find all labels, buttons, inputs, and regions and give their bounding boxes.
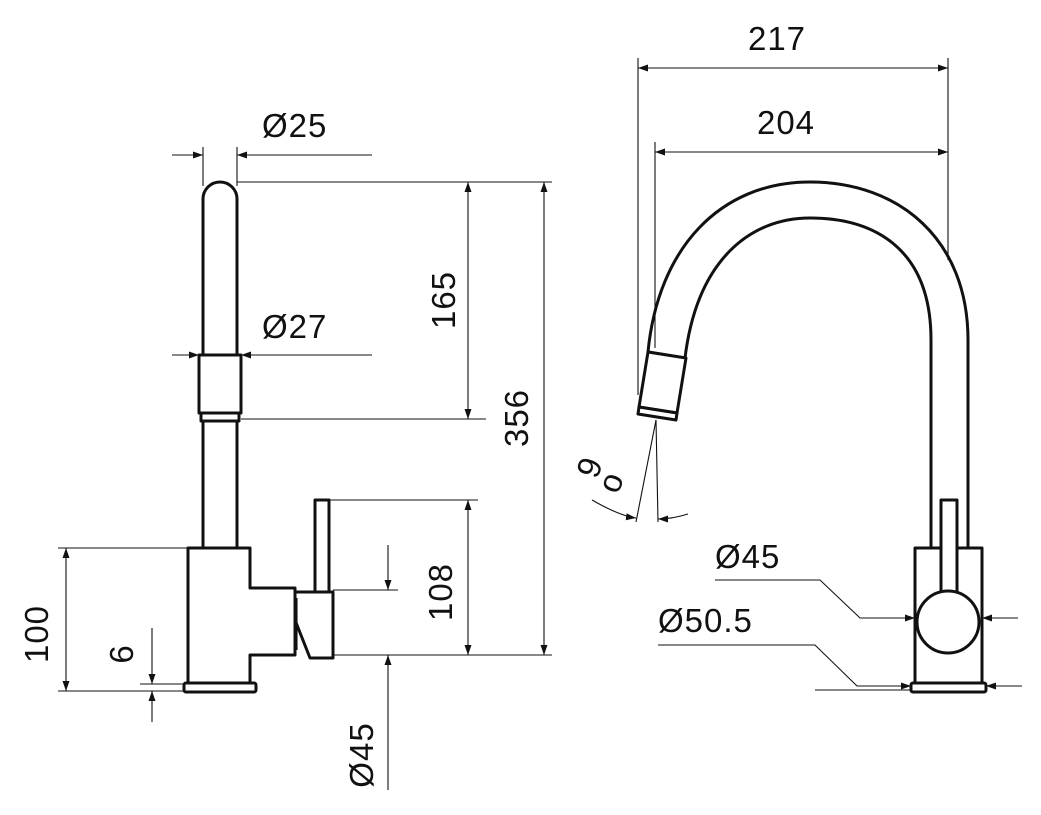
- dim-ring-diameter: Ø27: [172, 308, 372, 359]
- front-view: 217 204 9 o Ø45 Ø50.5: [569, 20, 1022, 694]
- label-spout-length: 165: [425, 271, 462, 329]
- front-base-plate: [909, 681, 988, 694]
- dim-body-height: 100: [18, 548, 70, 691]
- dim-spray-angle: 9 o: [569, 419, 689, 523]
- front-spray-nozzle: [636, 405, 679, 422]
- label-body-height: 100: [18, 605, 55, 663]
- dim-base-diameter: Ø45: [343, 545, 392, 790]
- label-base-diameter-front: Ø50.5: [658, 602, 753, 639]
- side-body: [186, 546, 297, 685]
- dim-total-reach: 217: [637, 20, 949, 395]
- front-lever: [939, 498, 959, 598]
- dim-base-diameter-front: Ø50.5: [658, 602, 1022, 691]
- front-gooseneck-spout: [646, 180, 970, 550]
- label-body-diameter: Ø45: [715, 538, 780, 575]
- dim-spout-length: 165: [425, 182, 472, 419]
- label-base-thickness: 6: [103, 644, 140, 663]
- label-ring-diameter: Ø27: [262, 308, 327, 345]
- dim-body-diameter: Ø45: [715, 538, 1018, 622]
- side-lever-hub: [293, 590, 335, 660]
- dim-base-thickness: 6: [103, 628, 156, 722]
- side-view: Ø25 Ø27 165 356 108: [18, 107, 552, 790]
- front-hub: [915, 589, 981, 655]
- dim-spout-reach: 204: [654, 104, 948, 348]
- side-ring-collar: [197, 353, 243, 415]
- dim-spout-diameter: Ø25: [172, 107, 372, 186]
- label-total-height: 356: [498, 389, 535, 447]
- side-ring-bottom: [199, 411, 241, 423]
- label-lever-height: 108: [422, 563, 459, 621]
- label-spout-diameter: Ø25: [262, 107, 327, 144]
- label-total-reach: 217: [748, 20, 806, 57]
- side-base-plate: [182, 681, 258, 694]
- front-spray-head: [637, 350, 688, 415]
- label-spray-angle-unit: o: [590, 467, 631, 498]
- dim-lever-height: 108: [422, 500, 472, 655]
- dim-total-height: 356: [498, 182, 548, 655]
- side-lever-stem: [313, 498, 331, 594]
- label-base-diameter: Ø45: [343, 722, 380, 787]
- label-spout-reach: 204: [757, 104, 815, 141]
